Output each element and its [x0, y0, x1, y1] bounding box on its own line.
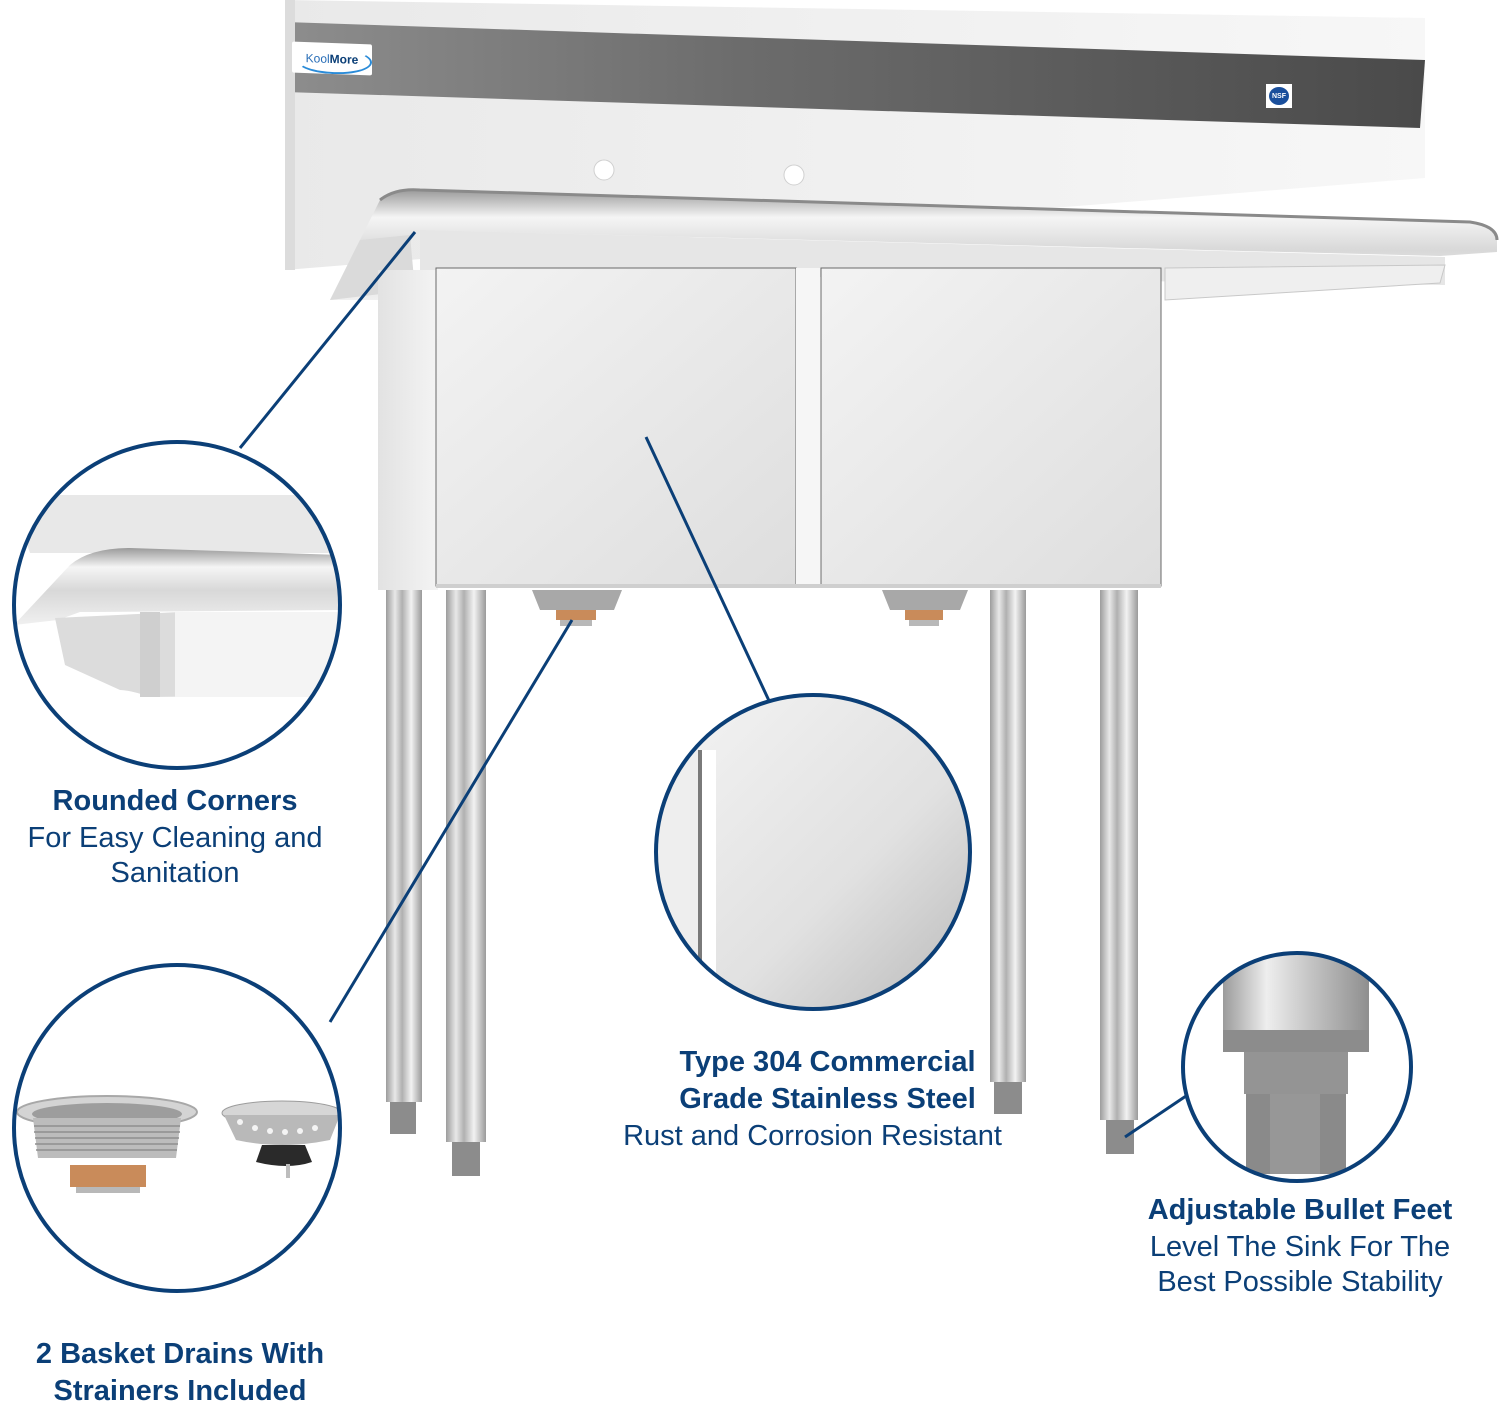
basket-drains-inset [12, 963, 342, 1293]
nsf-certification-badge: NSF [1266, 84, 1292, 108]
legs [386, 590, 1138, 1176]
feature-bullet-feet: Adjustable Bullet Feet Level The Sink Fo… [1100, 1196, 1500, 1297]
feature-basket-drains: 2 Basket Drains With Strainers Included [0, 1340, 360, 1406]
feature-subtitle-line: For Easy Cleaning and [27, 822, 323, 854]
feature-title-line: Grade Stainless Steel [679, 1083, 976, 1115]
logo-swoosh-icon [296, 46, 372, 76]
feature-stainless-steel: Type 304 Commercial Grade Stainless Stee… [580, 1048, 1045, 1151]
brand-logo: KoolMore [292, 41, 372, 76]
feature-subtitle-line: Best Possible Stability [1157, 1266, 1443, 1298]
bullet-feet-inset [1181, 951, 1413, 1183]
feature-subtitle-line: Sanitation [110, 857, 240, 889]
callout-lines [238, 231, 1187, 1139]
nsf-icon: NSF [1269, 87, 1289, 105]
feature-title-line: Type 304 Commercial [679, 1046, 976, 1078]
sink-body [378, 267, 1162, 590]
feature-rounded-corners: Rounded Corners For Easy Cleaning and Sa… [0, 787, 350, 888]
feature-subtitle-line: Level The Sink For The [1149, 1231, 1451, 1263]
feature-title: Adjustable Bullet Feet [1147, 1194, 1453, 1226]
feature-title-line: Strainers Included [53, 1375, 307, 1407]
drain-left [532, 590, 622, 626]
drain-right [882, 590, 968, 626]
feature-subtitle: Rust and Corrosion Resistant [623, 1120, 1002, 1152]
feature-title: Rounded Corners [52, 785, 298, 817]
rounded-corners-inset [12, 440, 342, 770]
feature-title-line: 2 Basket Drains With [35, 1338, 325, 1370]
stainless-steel-inset [654, 693, 972, 1011]
